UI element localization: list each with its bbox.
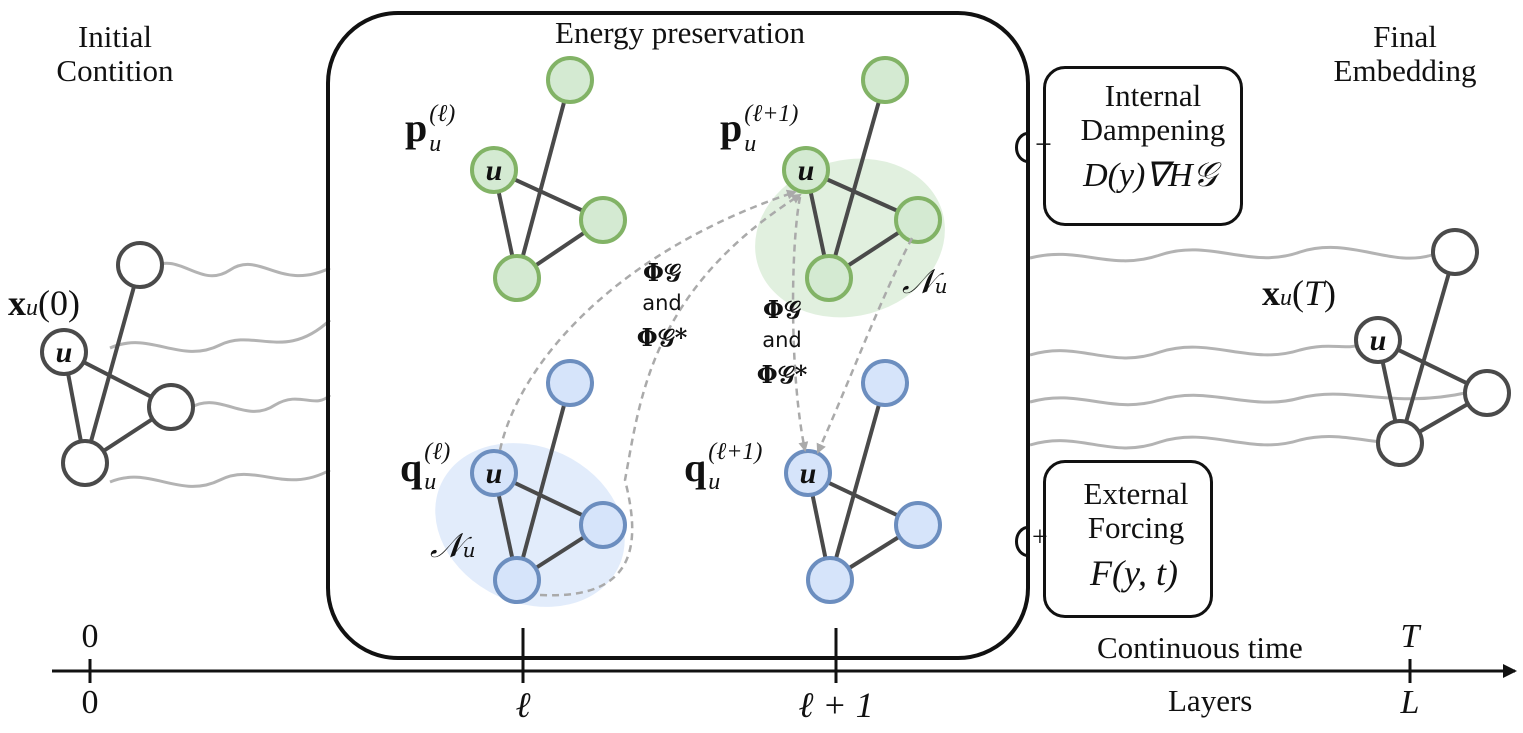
graph-final: u bbox=[1354, 228, 1511, 467]
green-node bbox=[894, 196, 942, 244]
external-line2: Forcing bbox=[1087, 510, 1185, 545]
graph-initial-node bbox=[61, 439, 109, 487]
brace-connectors bbox=[1015, 131, 1031, 558]
node-u-label: u bbox=[486, 457, 503, 490]
graph-q-l: u bbox=[470, 359, 627, 604]
x-u-T-label: xu(T) bbox=[1262, 273, 1337, 313]
internal-formula: D(y)∇H𝒢 bbox=[1083, 157, 1217, 194]
initial-condition-label: Initial Contition bbox=[25, 20, 205, 88]
layer-tick-l: ℓ bbox=[515, 685, 531, 725]
energy-preservation-box bbox=[326, 11, 1030, 660]
plus-sign: + bbox=[1032, 522, 1048, 553]
phi-label: Φ𝒢 bbox=[763, 295, 801, 324]
layer-tick-0: 0 bbox=[81, 684, 99, 721]
external-line1: External bbox=[1083, 476, 1189, 511]
node-u-label: u bbox=[800, 457, 817, 490]
graph-initial-node bbox=[116, 241, 164, 289]
green-node bbox=[861, 56, 909, 104]
q-l-subscript: u bbox=[424, 469, 437, 495]
graph-final-node bbox=[1431, 228, 1479, 276]
p-l1-subscript: u bbox=[744, 131, 757, 157]
neighborhood-label-green: 𝒩u bbox=[902, 262, 948, 302]
wavy-lines-right bbox=[1029, 245, 1471, 450]
green-node bbox=[546, 56, 594, 104]
p-l1-label: p (ℓ+1) u bbox=[720, 101, 799, 157]
green-node bbox=[493, 254, 541, 302]
q-l1-label: q (ℓ+1) u bbox=[684, 439, 763, 495]
wavy-lines-left bbox=[109, 261, 332, 488]
q-l-superscript: (ℓ) bbox=[424, 439, 451, 465]
q-l1-superscript: (ℓ+1) bbox=[708, 439, 763, 465]
p-l1-superscript: (ℓ+1) bbox=[744, 101, 799, 127]
continuous-time-label: Continuous time bbox=[1097, 630, 1303, 665]
graph-initial-node-u bbox=[40, 328, 88, 376]
blue-node bbox=[861, 359, 909, 407]
node-u-label: u bbox=[1370, 324, 1387, 357]
final-label-line1: Final bbox=[1373, 19, 1437, 54]
layers-label: Layers bbox=[1168, 683, 1253, 718]
node-u-label: u bbox=[56, 336, 73, 369]
blue-node bbox=[493, 556, 541, 604]
initial-label-line2: Contition bbox=[56, 53, 174, 88]
internal-line1: Internal bbox=[1104, 78, 1202, 113]
node-u-label: u bbox=[486, 154, 503, 187]
graph-final-node bbox=[1463, 369, 1511, 417]
axis-ticks bbox=[88, 628, 1412, 683]
graph-final-node bbox=[1376, 419, 1424, 467]
node-u-label: u bbox=[798, 154, 815, 187]
neighborhood-blob-green bbox=[755, 158, 945, 318]
phi-operator-left: Φ𝒢 and Φ𝒢* bbox=[632, 258, 692, 358]
external-forcing-box: External Forcing F(y, t) bbox=[1043, 460, 1213, 618]
green-node-u bbox=[470, 146, 518, 194]
final-label-line2: Embedding bbox=[1333, 53, 1477, 88]
and-label: and bbox=[762, 328, 802, 352]
phi-star-label: Φ𝒢* bbox=[636, 323, 688, 352]
green-node-u bbox=[782, 146, 830, 194]
green-node bbox=[579, 196, 627, 244]
layer-tick-l1: ℓ + 1 bbox=[798, 685, 874, 725]
final-embedding-label: Final Embedding bbox=[1315, 20, 1495, 88]
graph-p-l: u bbox=[470, 56, 627, 302]
p-l-subscript: u bbox=[429, 131, 442, 157]
blue-node-u bbox=[470, 449, 518, 497]
initial-label-line1: Initial bbox=[77, 19, 153, 54]
time-tick-T: T bbox=[1400, 618, 1420, 655]
graph-p-l1: u bbox=[782, 56, 942, 302]
dashed-arrows bbox=[498, 189, 914, 597]
neighborhood-label-blue: 𝒩u bbox=[430, 526, 476, 566]
p-l-superscript: (ℓ) bbox=[429, 101, 456, 127]
blue-node bbox=[806, 556, 854, 604]
blue-node bbox=[546, 359, 594, 407]
and-label: and bbox=[642, 291, 682, 315]
phi-star-label: Φ𝒢* bbox=[756, 360, 808, 389]
p-l-label: p (ℓ) u bbox=[405, 101, 456, 157]
phi-operator-right: Φ𝒢 and Φ𝒢* bbox=[752, 295, 812, 395]
energy-preservation-title: Energy preservation bbox=[555, 15, 805, 50]
internal-dampening-box: Internal Dampening D(y)∇H𝒢 bbox=[1043, 66, 1243, 226]
graph-q-l1: u bbox=[784, 359, 942, 604]
x-u-0-label: xu(0) bbox=[8, 283, 80, 323]
graph-initial: u bbox=[40, 241, 195, 487]
time-tick-0: 0 bbox=[81, 618, 99, 655]
graph-initial-node bbox=[147, 383, 195, 431]
graph-final-node-u bbox=[1354, 316, 1402, 364]
minus-sign: − bbox=[1035, 128, 1052, 161]
q-l1-subscript: u bbox=[708, 469, 721, 495]
internal-line2: Dampening bbox=[1080, 112, 1226, 147]
layer-tick-L: L bbox=[1400, 684, 1420, 721]
q-l-label: q (ℓ) u bbox=[400, 439, 451, 495]
phi-label: Φ𝒢 bbox=[643, 258, 681, 287]
external-formula: F(y, t) bbox=[1090, 553, 1178, 593]
green-node bbox=[805, 254, 853, 302]
blue-node bbox=[579, 501, 627, 549]
blue-node bbox=[894, 501, 942, 549]
